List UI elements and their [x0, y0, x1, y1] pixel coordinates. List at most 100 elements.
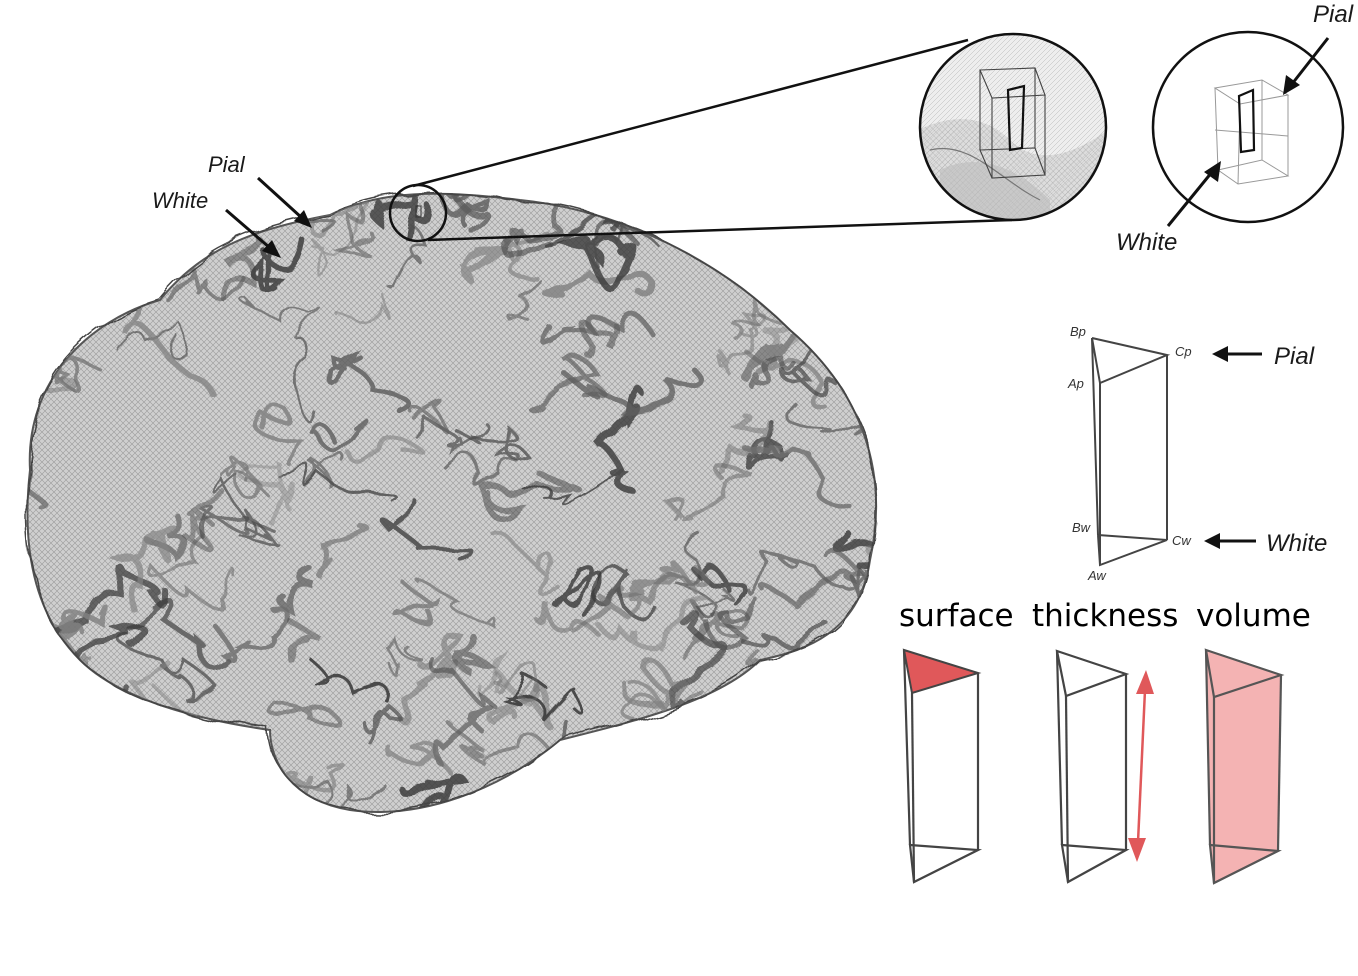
brain-fold [60, 298, 104, 335]
brain-fold [112, 715, 209, 802]
brain-fold [168, 265, 243, 305]
brain-fold [184, 491, 228, 552]
surface-highlight [902, 648, 982, 695]
prism-white-arrow [1204, 533, 1256, 549]
brain-fold [676, 532, 735, 620]
brain-surface [26, 192, 877, 813]
zoom-label-pial: Pial [1313, 1, 1354, 28]
brain-fold [743, 442, 853, 510]
brain-fold [393, 577, 440, 624]
brain-fold [213, 475, 282, 549]
vertex-cp: Cp [1175, 344, 1192, 359]
vertex-bw: Bw [1072, 520, 1092, 535]
metric-label-thickness: thickness [1032, 598, 1178, 634]
brain-fold [799, 647, 863, 692]
brain-fold [530, 355, 606, 415]
brain-fold [279, 464, 398, 502]
metric-labels: surface thickness volume [899, 598, 1311, 634]
brain-fold [568, 561, 707, 631]
brain-fold [801, 692, 861, 751]
vertex-aw: Aw [1087, 568, 1107, 583]
brain-fold [331, 193, 373, 258]
metric-label-surface: surface [899, 598, 1014, 634]
thickness-prism [1055, 649, 1154, 884]
brain-fold [508, 279, 542, 324]
zoom-connector-bottom [427, 218, 1013, 242]
brain-fold [146, 534, 235, 610]
brain-label-pial: Pial [208, 152, 246, 177]
prism-label-white: White [1266, 530, 1327, 557]
volume-prism [1204, 648, 1285, 885]
surface-prism [902, 648, 983, 884]
brain-fold [502, 673, 585, 722]
brain-fold [200, 505, 275, 539]
brain-fold [709, 765, 788, 812]
thickness-arrow [1128, 670, 1154, 862]
brain-fold [719, 309, 764, 380]
brain-fold [584, 223, 660, 269]
volume-fill [1206, 650, 1281, 883]
prism-label-pial: Pial [1274, 343, 1315, 370]
brain-fold [563, 734, 637, 812]
brain-fold [119, 633, 220, 703]
brain-fold [398, 770, 468, 812]
brain-fold [594, 594, 707, 651]
brain-fold [57, 605, 109, 644]
brain-fold [453, 423, 530, 460]
zoom-callout: Pial White [388, 1, 1354, 256]
brain-fold [276, 564, 314, 617]
brain-fold [852, 638, 877, 688]
brain-fold [443, 454, 518, 486]
zoom-connector-top [412, 38, 969, 188]
brain-fold [620, 679, 664, 723]
brain-fold [834, 531, 877, 572]
brain-fold [396, 629, 463, 724]
brain-fold [43, 377, 81, 397]
brain-fold [731, 295, 790, 341]
brain-fold [345, 434, 423, 465]
vertex-ap: Ap [1067, 376, 1084, 391]
brain-fold [117, 325, 188, 357]
brain-fold [717, 411, 774, 474]
brain-fold [414, 577, 497, 628]
brain-fold [205, 743, 227, 784]
brain-fold [139, 711, 205, 764]
brain-fold [240, 459, 296, 524]
brain-fold [71, 737, 149, 795]
brain-fold [285, 616, 322, 662]
brain-fold [385, 742, 451, 774]
brain-fold [221, 456, 269, 500]
brain-fold [478, 468, 581, 522]
brain-fold [293, 336, 316, 423]
brain-fold [124, 298, 218, 400]
brain-fold [459, 246, 507, 286]
brain-fold [27, 703, 80, 761]
metric-label-volume: volume [1196, 598, 1311, 634]
brain-fold [691, 596, 758, 651]
brain-fold [744, 349, 825, 408]
brain-fold [865, 543, 877, 588]
brain-fold [27, 674, 123, 731]
brain-fold [796, 670, 863, 735]
prism-pial-arrow [1212, 346, 1262, 362]
brain-fold [377, 500, 473, 563]
brain-fold [308, 415, 366, 454]
brain-fold [359, 702, 401, 742]
zoom-white-arrow [1166, 161, 1221, 227]
brain-fold [740, 617, 826, 652]
brain-fold [492, 662, 542, 703]
brain-fold [217, 237, 264, 299]
brain-fold [592, 565, 657, 623]
brain-fold [749, 223, 831, 277]
brain-fold [389, 224, 428, 292]
brain-pial-arrow [256, 176, 312, 228]
brain-fold [334, 296, 391, 324]
brain-fold [290, 780, 384, 812]
brain-fold [433, 706, 494, 765]
brain-fold [552, 563, 604, 614]
brain-fold [449, 723, 551, 766]
zoom-circle-mesh [918, 32, 1108, 222]
brain-fold [524, 465, 621, 505]
brain-fold [71, 622, 146, 663]
